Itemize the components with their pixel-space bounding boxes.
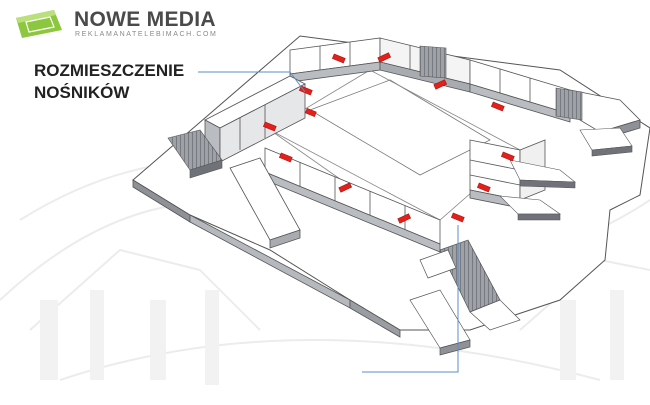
ad-screen-marker (500, 151, 515, 162)
brand-tagline: REKLAMANATELEBIMACH.COM (75, 31, 218, 38)
stairs-left (167, 129, 223, 179)
stairs-right (499, 127, 633, 221)
leader-line-bottom (362, 225, 459, 373)
ad-screen-marker (304, 107, 317, 117)
ad-screen-marker (331, 53, 346, 64)
escalator-bottom (409, 239, 521, 356)
ad-screen-marker (450, 212, 465, 223)
brand-logo: NOWE MEDIA REKLAMANATELEBIMACH.COM (14, 6, 218, 40)
leader-lines (198, 71, 459, 373)
page-title-line-1: ROZMIESZCZENIE (34, 61, 185, 80)
ad-screen-marker (377, 52, 392, 63)
page-title: ROZMIESZCZENIE NOŚNIKÓW (34, 60, 184, 104)
central-atrium (309, 79, 491, 176)
stairs-top (419, 45, 583, 121)
ad-screen-marker (338, 182, 353, 193)
ad-screen-marker (262, 121, 277, 132)
brand-name: NOWE MEDIA (74, 8, 216, 31)
page-title-line-2: NOŚNIKÓW (34, 83, 130, 102)
ad-screen-marker (278, 152, 293, 163)
ad-screen-markers (262, 52, 515, 224)
logo-mark-icon (16, 10, 62, 38)
ad-screen-marker (490, 101, 505, 112)
ad-screen-marker (476, 182, 491, 193)
leader-line-title (198, 71, 306, 93)
ad-screen-marker (397, 213, 412, 224)
shop-row-bottom (229, 147, 441, 253)
shop-row-left (204, 75, 306, 163)
ad-screen-marker (433, 79, 448, 90)
